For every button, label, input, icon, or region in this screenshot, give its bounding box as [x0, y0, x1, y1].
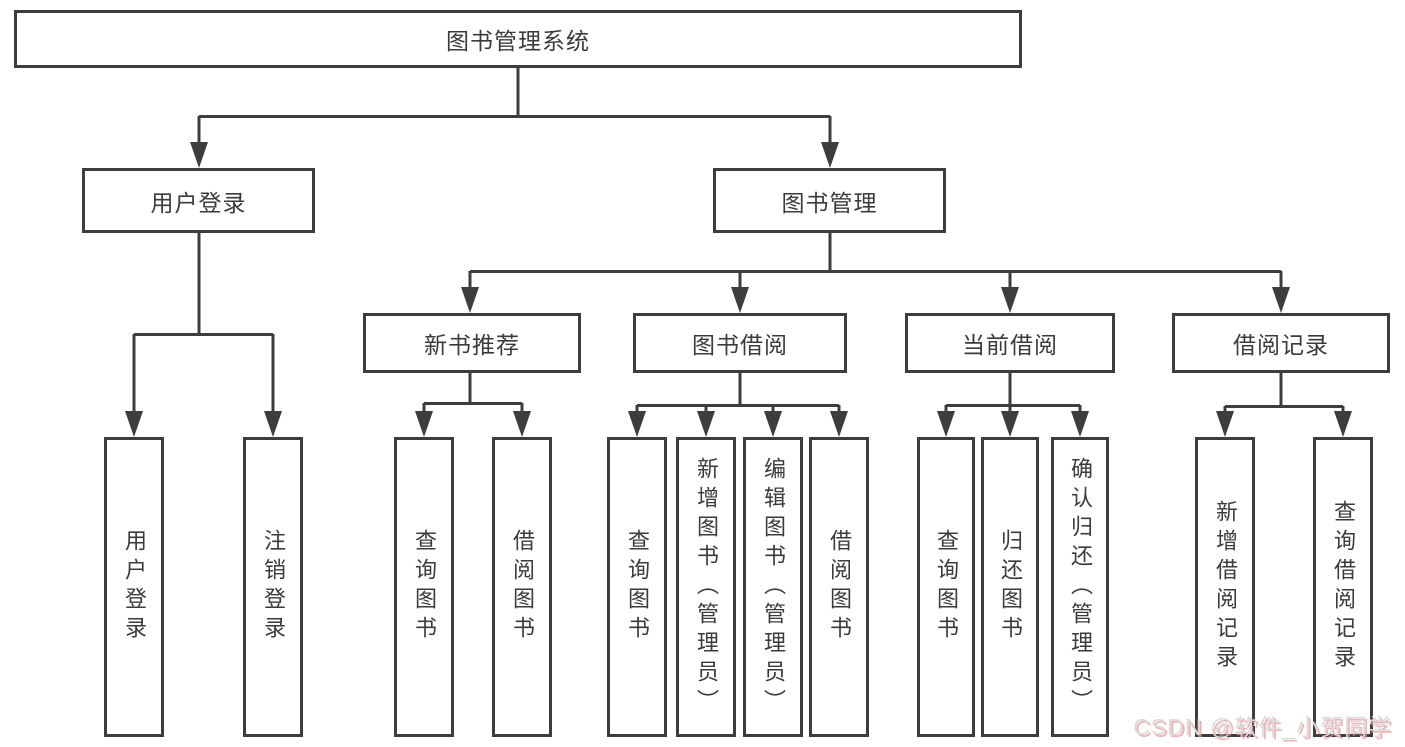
arrowhead-down-icon — [1216, 411, 1234, 437]
leaf-cb-confirm-return-admin: 确认归还（管理员） — [1051, 437, 1109, 737]
arrowhead-down-icon — [1001, 287, 1019, 313]
leaf-user-login: 用户登录 — [104, 437, 164, 737]
leaf-bb-borrow-books: 借阅图书 — [809, 437, 869, 737]
arrowhead-down-icon — [264, 411, 282, 437]
connector-book-borrow-to-leaves — [628, 373, 848, 437]
connector-root-to-level1 — [190, 68, 839, 168]
connector-book-management-to-level2 — [461, 233, 1290, 313]
arrowhead-down-icon — [190, 142, 208, 168]
leaf-br-query-borrow-record: 查询借阅记录 — [1313, 437, 1373, 737]
leaf-bb-edit-books-admin: 编辑图书（管理员） — [743, 437, 803, 737]
arrowhead-down-icon — [830, 411, 848, 437]
leaf-br-add-borrow-record: 新增借阅记录 — [1195, 437, 1255, 737]
connector-current-borrow-to-leaves — [937, 373, 1089, 437]
node-book-management: 图书管理 — [713, 168, 946, 233]
connector-new-book-to-leaves — [415, 373, 531, 437]
node-borrow-records: 借阅记录 — [1172, 313, 1390, 373]
leaf-nb-query-books: 查询图书 — [394, 437, 454, 737]
arrowhead-down-icon — [1334, 411, 1352, 437]
node-new-book-recommend: 新书推荐 — [363, 313, 581, 373]
arrowhead-down-icon — [628, 411, 646, 437]
leaf-nb-borrow-books: 借阅图书 — [492, 437, 552, 737]
node-book-borrow: 图书借阅 — [633, 313, 847, 373]
leaf-cb-return-books: 归还图书 — [981, 437, 1039, 737]
arrowhead-down-icon — [1272, 287, 1290, 313]
node-current-borrow: 当前借阅 — [905, 313, 1115, 373]
arrowhead-down-icon — [461, 287, 479, 313]
leaf-bb-query-books: 查询图书 — [607, 437, 667, 737]
connector-user-login-to-leaves — [125, 233, 282, 437]
arrowhead-down-icon — [937, 411, 955, 437]
leaf-cb-query-books: 查询图书 — [917, 437, 975, 737]
watermark: CSDN @软件_小贺同学 — [1133, 714, 1392, 740]
node-root: 图书管理系统 — [14, 10, 1022, 68]
leaf-bb-add-books-admin: 新增图书（管理员） — [676, 437, 736, 737]
connector-borrow-records-to-leaves — [1216, 373, 1352, 437]
arrowhead-down-icon — [1071, 411, 1089, 437]
arrowhead-down-icon — [1001, 411, 1019, 437]
arrowhead-down-icon — [125, 411, 143, 437]
arrowhead-down-icon — [764, 411, 782, 437]
arrowhead-down-icon — [731, 287, 749, 313]
arrowhead-down-icon — [821, 142, 839, 168]
arrowhead-down-icon — [513, 411, 531, 437]
arrowhead-down-icon — [697, 411, 715, 437]
leaf-logout: 注销登录 — [243, 437, 303, 737]
arrowhead-down-icon — [415, 411, 433, 437]
node-user-login: 用户登录 — [82, 168, 315, 233]
